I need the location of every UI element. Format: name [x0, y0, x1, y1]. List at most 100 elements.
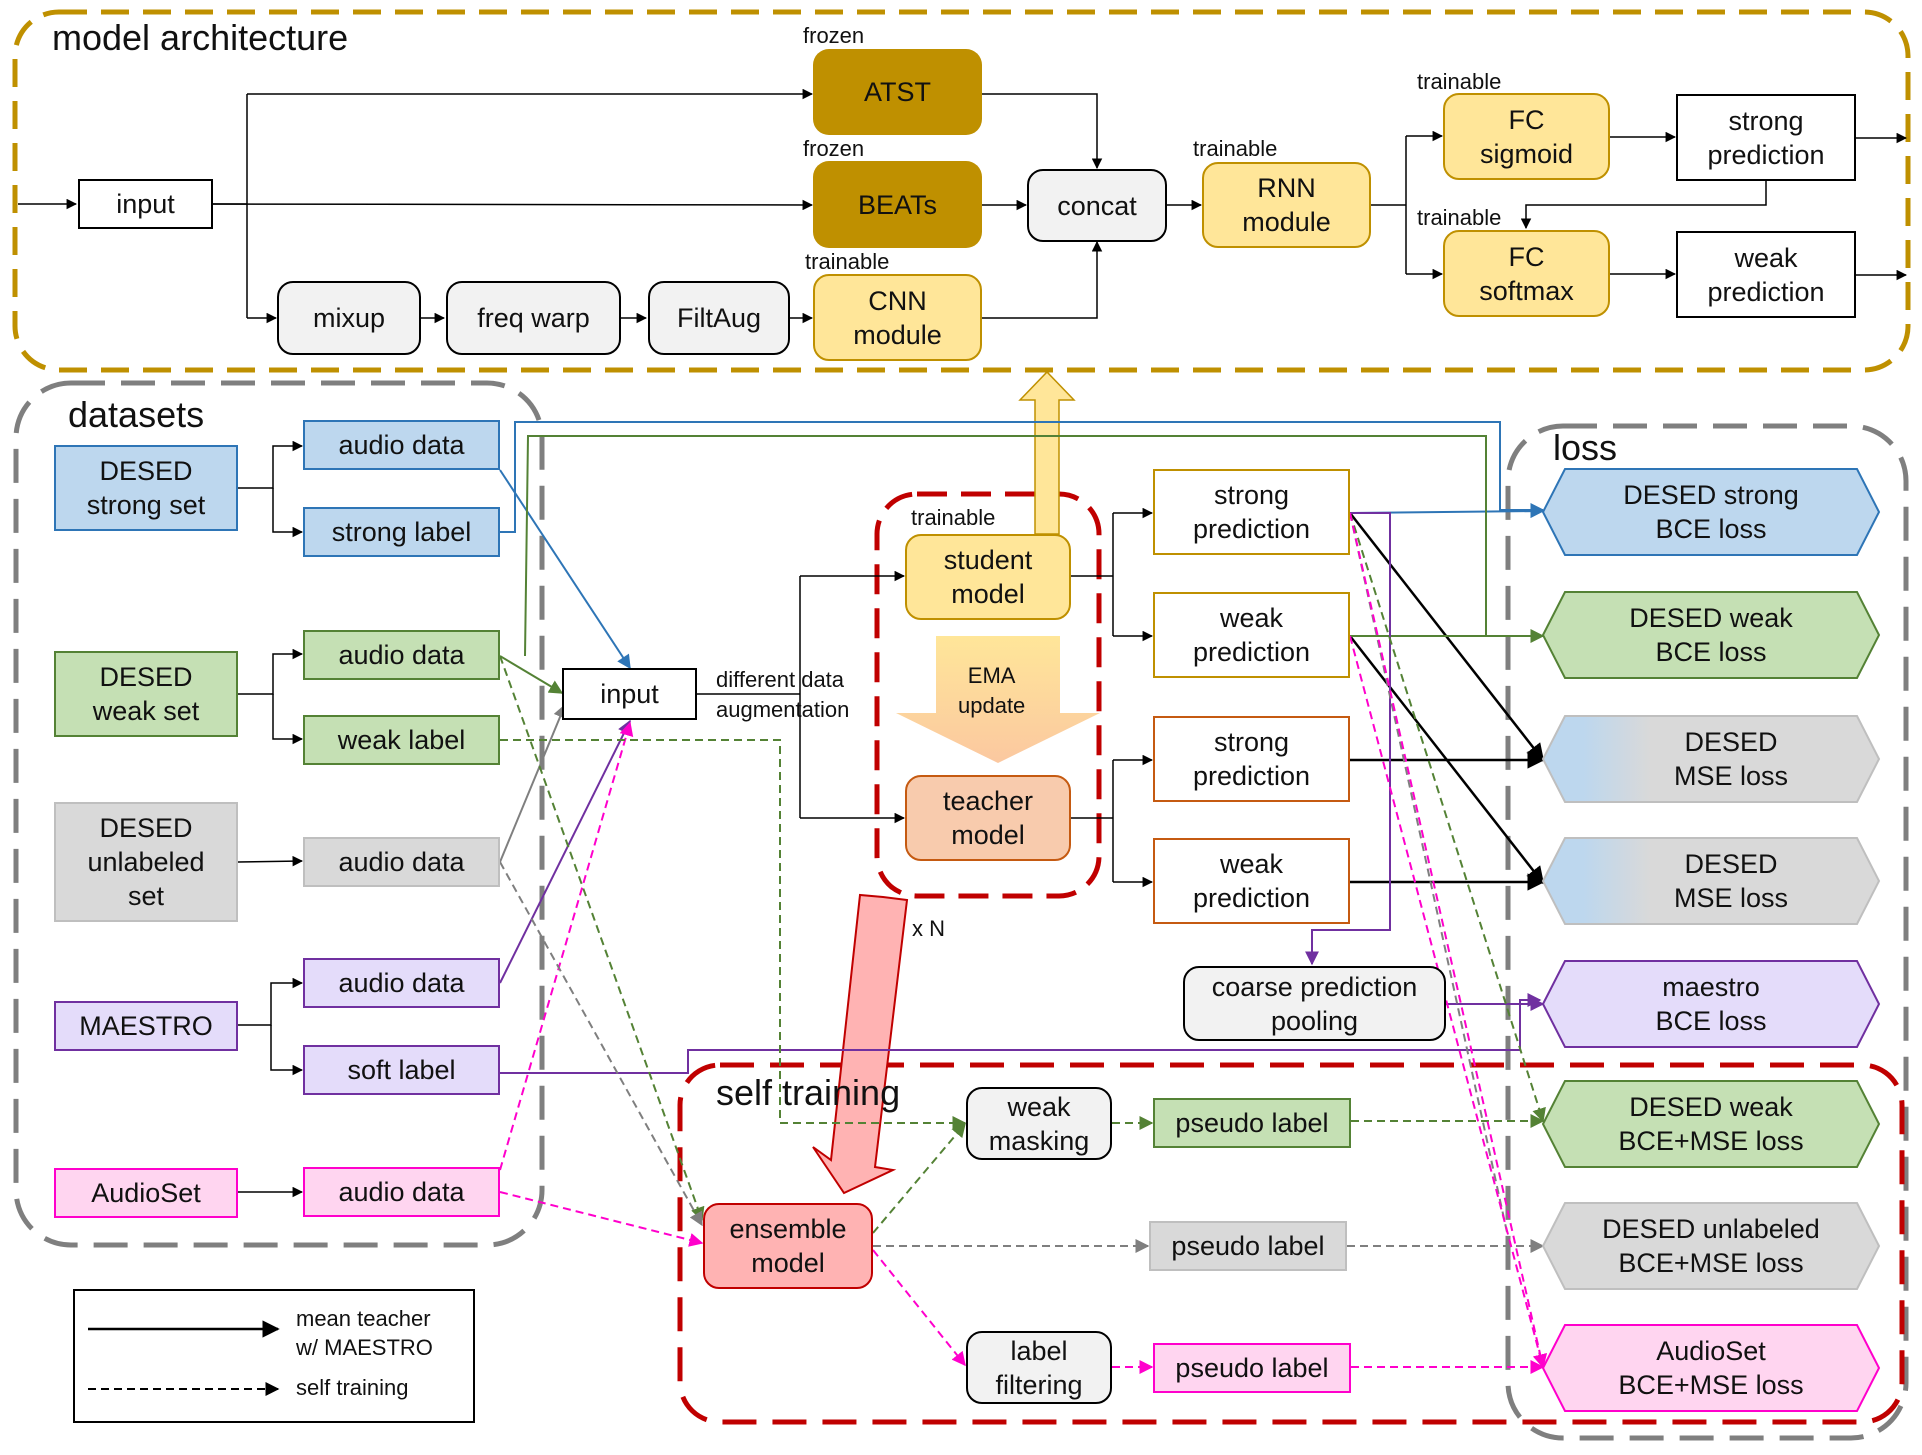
- soft-label-box: soft label: [303, 1045, 500, 1095]
- fc-sigmoid-box: FC sigmoid: [1443, 93, 1610, 180]
- mixup-box: mixup: [277, 281, 421, 355]
- green-audio-to-input: [499, 655, 564, 694]
- teacher-to-ensemble-arrow: [812, 893, 909, 1195]
- datasets-title: datasets: [68, 394, 205, 435]
- student-strong-prediction-box: strong prediction: [1153, 469, 1350, 555]
- student-weak-prediction-box: weak prediction: [1153, 592, 1350, 678]
- augmentation-label: different data augmentation: [716, 667, 850, 722]
- ema-update-arrow: [896, 636, 1100, 763]
- model-architecture-frame: [12, 9, 1911, 373]
- weak-label-box: weak label: [303, 715, 500, 765]
- architecture-connectors: [18, 88, 1908, 324]
- arch-input-box: input: [78, 179, 213, 229]
- loss-label-0: DESED strong BCE loss: [1623, 480, 1799, 544]
- filtaug-box: FiltAug: [648, 281, 790, 355]
- loss-shape-3: [1541, 837, 1881, 925]
- purple-audio-to-input: [499, 719, 631, 984]
- times-n-label: x N: [912, 916, 945, 941]
- loss-label-5: DESED weak BCE+MSE loss: [1618, 1092, 1804, 1156]
- teacher-model-box: teacher model: [905, 775, 1071, 861]
- loss-shape-5: [1541, 1080, 1881, 1168]
- pink-student-to-audioset-st: [1349, 512, 1548, 1369]
- rnn-module-box: RNN module: [1202, 162, 1371, 248]
- blue-strong-label-to-loss: [500, 421, 1545, 533]
- gray-audio-to-input: [499, 703, 567, 863]
- group-frames: [12, 9, 1911, 1441]
- beats-box: BEATs: [813, 161, 982, 248]
- arch-weak-prediction-box: weak prediction: [1676, 231, 1856, 318]
- colored-connectors: [499, 421, 1545, 1074]
- dataset-connectors: [237, 440, 304, 1198]
- strong-audio-data-box: audio data: [303, 420, 500, 470]
- loss-label-2: DESED MSE loss: [1673, 727, 1789, 791]
- unlabeled-audio-data-box: audio data: [303, 837, 500, 887]
- maestro-box: MAESTRO: [54, 1001, 238, 1051]
- gray-audio-to-ensemble: [499, 861, 703, 1227]
- loss-frame: [1505, 423, 1909, 1441]
- loss-shape-2: [1541, 715, 1881, 803]
- ema-update-label: EMA update: [958, 663, 1026, 718]
- green-ensemble-to-masking: [872, 1122, 966, 1234]
- trainable-fc-softmax-label: trainable: [1417, 205, 1502, 230]
- self-training-title: self training: [716, 1072, 901, 1113]
- pink-audio-to-ensemble: [499, 1191, 704, 1247]
- cnn-module-box: CNN module: [813, 274, 982, 361]
- green-student-to-weak-st: [1349, 512, 1546, 1123]
- loss-shape-0: [1541, 468, 1881, 556]
- loss-shape-7: [1541, 1324, 1881, 1412]
- weak-audio-data-box: audio data: [303, 630, 500, 680]
- trainable-cnn-label: trainable: [805, 249, 890, 274]
- audioset-audio-data-box: audio data: [303, 1167, 500, 1217]
- purple-strong-to-coarse: [1305, 512, 1391, 966]
- loss-label-7: AudioSet BCE+MSE loss: [1618, 1336, 1804, 1400]
- student-to-architecture-arrow: [1018, 370, 1076, 535]
- arch-strong-prediction-box: strong prediction: [1676, 94, 1856, 181]
- purple-soft-label-to-loss: [500, 993, 1542, 1074]
- gray-student-to-unlabeled-st: [1349, 512, 1511, 1247]
- teacher-strong-prediction-box: strong prediction: [1153, 716, 1350, 802]
- arrow-strong-to-softmax: [1520, 181, 1767, 230]
- desed-weak-set-box: DESED weak set: [54, 651, 238, 737]
- loss-shape-4: [1541, 960, 1881, 1048]
- maestro-audio-data-box: audio data: [303, 958, 500, 1008]
- strong-label-box: strong label: [303, 507, 500, 557]
- trainable-rnn-label: trainable: [1193, 136, 1278, 161]
- loss-title: loss: [1553, 427, 1618, 468]
- blue-audio-to-input: [499, 469, 631, 670]
- loss-label-3: DESED MSE loss: [1673, 849, 1789, 913]
- audioset-box: AudioSet: [54, 1168, 238, 1218]
- trainable-fc-sigmoid-label: trainable: [1417, 69, 1502, 94]
- atst-box: ATST: [813, 49, 982, 135]
- mt-input-box: input: [562, 668, 697, 720]
- self-training-frame: [677, 1062, 1905, 1425]
- coarse-prediction-pooling-box: coarse prediction pooling: [1183, 966, 1446, 1041]
- desed-unlabeled-set-box: DESED unlabeled set: [54, 802, 238, 922]
- label-filtering-box: label filtering: [966, 1331, 1112, 1404]
- legend-frame: [73, 1289, 475, 1423]
- pseudo-label-pink-box: pseudo label: [1153, 1343, 1351, 1393]
- pink-audio-to-input: [499, 721, 634, 1171]
- legend-solid-label: mean teacher w/ MAESTRO: [296, 1306, 433, 1360]
- legend-lines: [73, 1289, 475, 1423]
- loss-shape-1: [1541, 591, 1881, 679]
- frozen-beats-label: frozen: [803, 136, 865, 161]
- green-audio-to-ensemble: [499, 655, 705, 1222]
- loss-label-1: DESED weak BCE loss: [1629, 603, 1793, 667]
- pseudo-label-gray-box: pseudo label: [1149, 1221, 1347, 1271]
- pseudo-label-green-box: pseudo label: [1153, 1098, 1351, 1148]
- desed-strong-set-box: DESED strong set: [54, 445, 238, 531]
- pink-ensemble-to-filtering: [872, 1249, 966, 1367]
- freq-warp-box: freq warp: [446, 281, 621, 355]
- ensemble-model-box: ensemble model: [703, 1203, 873, 1289]
- loss-label-4: maestro BCE loss: [1655, 972, 1767, 1036]
- legend-dashed-label: self training: [296, 1375, 409, 1400]
- pink-student-weak-to-audioset-st: [1349, 635, 1547, 1369]
- teacher-weak-prediction-box: weak prediction: [1153, 838, 1350, 924]
- arrow-atst-concat: [982, 93, 1103, 170]
- big-arrows: [812, 370, 1100, 1195]
- green-weak-label-to-masking: [500, 739, 967, 1130]
- student-model-box: student model: [905, 534, 1071, 620]
- mean-teacher-frame: [874, 491, 1102, 899]
- loss-label-6: DESED unlabeled BCE+MSE loss: [1602, 1214, 1820, 1278]
